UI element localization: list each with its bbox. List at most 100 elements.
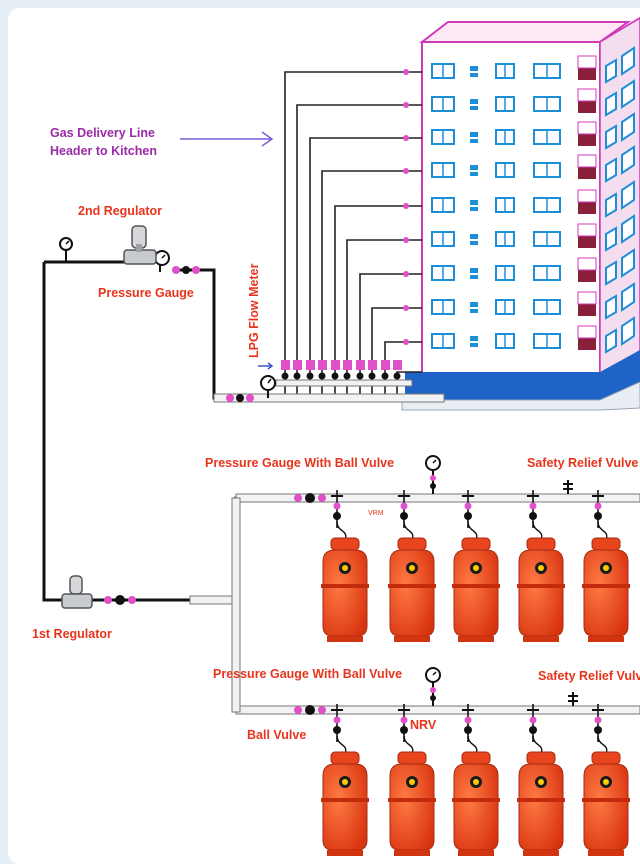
window [470,302,478,307]
flow-meter-label: LPG Flow Meter [247,263,261,358]
balcony [578,101,596,113]
window [605,58,617,84]
first-regulator-label: 1st Regulator [32,627,112,641]
window [577,88,597,102]
gas-cylinder [582,490,630,642]
building-floor [431,282,635,320]
gas-cylinder [452,490,500,642]
nrv-label: NRV [410,718,437,732]
safety-relief-bottom-label: Safety Relief Vulve [538,669,640,683]
valve-icon [306,372,314,380]
flow-meter-icon [281,360,290,370]
building-floor [431,180,635,218]
valve-icon [594,716,602,724]
flow-meter-icon [356,360,365,370]
window [577,189,597,203]
safety-relief-valve-icon [563,480,573,494]
gas-cylinder [388,704,436,856]
window [470,132,478,137]
window [605,260,617,286]
gas-cylinder [517,490,565,642]
manifold-bar [275,379,413,387]
safety-relief-valve-icon [568,692,578,706]
building-floor [431,46,635,84]
window [621,112,635,142]
flow-meter-manifold [275,360,413,387]
header-pipe [359,273,422,394]
window [577,257,597,271]
flow-meter-icon [331,360,340,370]
valve-icon [464,512,472,520]
building-floor [431,112,635,150]
valve-icon [464,716,472,724]
flow-meter-icon [343,360,352,370]
ball-valve-icon [104,595,136,605]
window [621,145,635,175]
window [577,223,597,237]
cylinder-bank-bottom [321,704,630,856]
valve-icon [381,372,389,380]
flow-meter-icon [368,360,377,370]
safety-relief-top-label: Safety Relief Vulve [527,456,638,470]
building-floor [431,145,635,183]
header-label-line2: Header to Kitchen [50,144,157,158]
window [577,121,597,135]
arrow-icon [258,362,274,370]
header-pipe [309,137,422,394]
balcony [578,202,596,214]
header-label-line1: Gas Delivery Line [50,126,155,140]
gas-cylinder [321,490,369,642]
valve-icon [400,502,408,510]
valve-icon [464,726,472,734]
window [470,66,478,71]
header-pipe [321,170,422,394]
header-pipe [346,239,422,394]
valve-icon [464,502,472,510]
window [470,336,478,341]
flow-meter-icon [381,360,390,370]
valve-icon [333,512,341,520]
window [577,55,597,69]
valve-icon [393,372,401,380]
balcony [578,167,596,179]
window [621,316,635,346]
valve-icon [333,726,341,734]
gas-cylinder [517,704,565,856]
window [470,99,478,104]
pg-ball-valve-bottom-label: Pressure Gauge With Ball Vulve [213,667,402,681]
valve-icon [333,716,341,724]
pressure-gauge-icon [260,375,276,398]
gas-cylinder [582,704,630,856]
valve-icon [356,372,364,380]
second-regulator-icon [123,225,157,265]
balcony [578,338,596,350]
ball-valve-label: Ball Vulve [247,728,306,742]
flow-meter-icon [293,360,302,370]
gas-cylinder [452,704,500,856]
window [577,325,597,339]
header-pipe [334,205,422,394]
window [605,294,617,320]
window [621,282,635,312]
pressure-gauge-label: Pressure Gauge [98,286,194,300]
valve-icon [331,372,339,380]
building-floor [431,248,635,286]
window [577,291,597,305]
window [605,226,617,252]
vrm-label: VRM [368,510,384,517]
flow-meter-icon [318,360,327,370]
valve-icon [400,726,408,734]
header-pipe [296,104,422,394]
first-regulator-icon [61,575,93,609]
valve-icon [333,502,341,510]
building-floor [431,79,635,117]
pressure-gauge-icon [59,237,73,262]
valve-icon [529,716,537,724]
window [470,234,478,239]
balcony [578,68,596,80]
window [470,106,478,110]
header-pipe-bars [189,393,640,715]
window [470,275,478,279]
window [470,207,478,211]
